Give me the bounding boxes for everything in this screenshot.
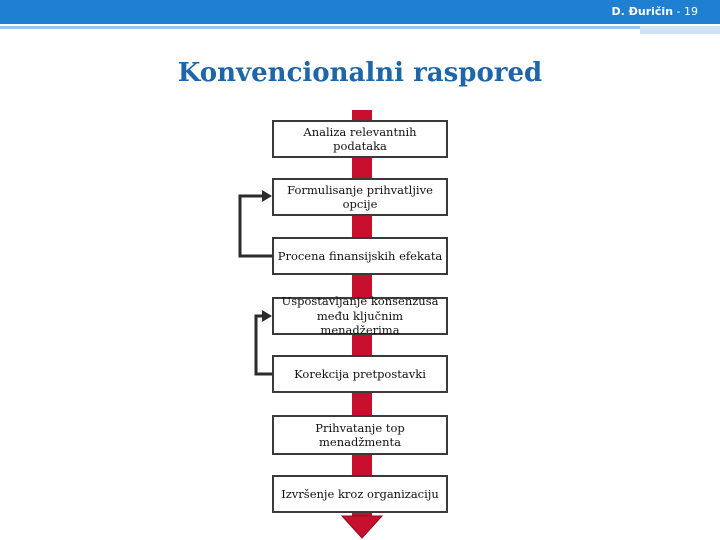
step-procena: Procena finansijskih efekata [272, 237, 448, 275]
header-rule [0, 26, 720, 29]
header-accent [640, 26, 720, 34]
feedback-arrow-1 [238, 194, 272, 258]
step-izvrsenje: Izvršenje kroz organizaciju [272, 475, 448, 513]
step-prihvatanje: Prihvatanje top menadžmenta [272, 415, 448, 455]
slide-footer-label: D. Đuričin - 19 [612, 5, 698, 18]
main-flow-arrowhead [340, 515, 384, 539]
step-analiza: Analiza relevantnih podataka [272, 120, 448, 158]
author-name: D. Đuričin [611, 5, 674, 18]
step-formulisanje: Formulisanje prihvatljive opcije [272, 178, 448, 216]
feedback-arrow-2 [254, 314, 272, 376]
step-uspostavljanje: Uspostavljanje konsenzusa među ključnim … [272, 294, 448, 337]
slide-title: Konvencionalni raspored [177, 58, 543, 88]
feedback-arrowhead-2 [262, 310, 272, 322]
step-korekcija: Korekcija pretpostavki [272, 355, 448, 393]
feedback-arrowhead-1 [262, 190, 272, 202]
page-number: - 19 [676, 5, 698, 18]
header-bar: D. Đuričin - 19 [0, 0, 720, 24]
